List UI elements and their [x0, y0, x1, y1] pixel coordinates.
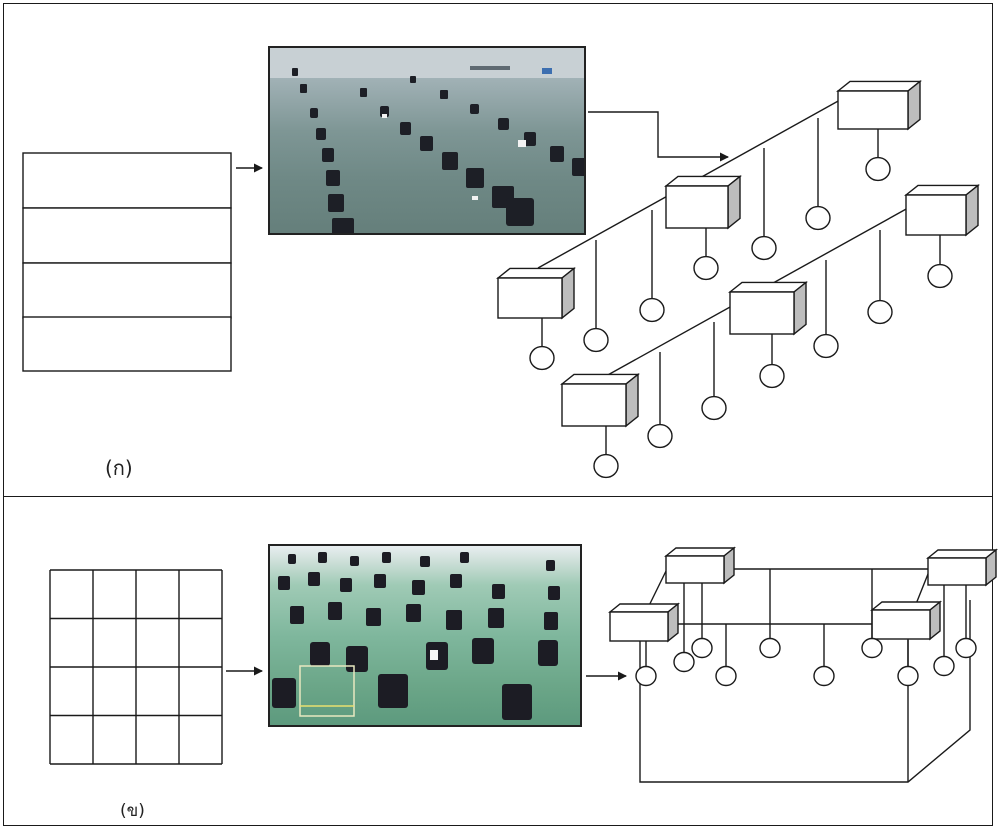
buoy-box — [728, 280, 808, 336]
buoy-box-top — [608, 603, 680, 613]
buoy-box — [608, 602, 680, 643]
anchor-circle — [691, 637, 713, 659]
farm-photo-grid-layout — [268, 544, 582, 727]
arrow-to-diagram-a — [588, 111, 729, 162]
grid-layout-symbol — [49, 569, 223, 765]
anchor-circle — [715, 665, 737, 687]
anchor-circle — [529, 345, 555, 371]
buoy-box-front — [837, 90, 909, 130]
buoy-box — [836, 79, 922, 131]
anchor-circle — [813, 665, 835, 687]
farm-photo-line-layout — [268, 46, 586, 235]
buoy-box-side — [561, 266, 575, 320]
layout-row-rect — [22, 262, 232, 319]
panel-label-a: (ก) — [105, 456, 133, 480]
buoy-box-top — [728, 281, 808, 293]
buoy-box-front — [927, 557, 987, 586]
buoy-box-side — [965, 183, 979, 237]
buoy-box-front — [665, 185, 729, 229]
anchor-circle — [593, 453, 619, 479]
anchor-circle — [751, 235, 777, 261]
buoy-box — [664, 174, 742, 230]
buoy-box — [926, 548, 998, 587]
anchor-circle — [955, 637, 977, 659]
buoy-box-side — [793, 280, 807, 336]
anchor-circle — [897, 665, 919, 687]
buoy-box — [560, 372, 640, 428]
panel-label-b: (ข) — [120, 801, 145, 821]
layout-row-rect — [22, 207, 232, 264]
buoy-box-front — [871, 609, 931, 640]
anchor-circle — [693, 255, 719, 281]
anchor-circle — [813, 333, 839, 359]
buoy-box-front — [905, 194, 967, 236]
anchor-circle — [701, 395, 727, 421]
anchor-circle — [927, 263, 953, 289]
layout-diagram-a — [22, 79, 980, 479]
buoy-box-front — [665, 555, 725, 584]
anchor-circle — [635, 665, 657, 687]
layout-row-rect — [22, 316, 232, 372]
buoy-box-side — [727, 174, 741, 230]
anchor-circle — [759, 363, 785, 389]
anchor-circle — [867, 299, 893, 325]
line-layout-symbol — [22, 152, 232, 372]
anchor-circle — [861, 637, 883, 659]
buoy-box-front — [609, 611, 669, 642]
buoy-box — [496, 266, 576, 320]
anchor-circle — [805, 205, 831, 231]
photo-b-illustration — [272, 552, 560, 720]
anchor-circle — [673, 651, 695, 673]
buoy-box-front — [561, 383, 627, 427]
buoy-box-top — [560, 373, 640, 385]
anchor-circle — [933, 655, 955, 677]
anchor-circle — [865, 156, 891, 182]
buoy-box-top — [926, 549, 998, 559]
photo-a-illustration — [270, 48, 584, 233]
layout-row-rect — [22, 152, 232, 209]
anchor-circle — [639, 297, 665, 323]
buoy-box-top — [496, 267, 576, 279]
buoy-box-top — [836, 80, 922, 92]
buoy-box-front — [729, 291, 795, 335]
buoy-box-top — [870, 601, 942, 611]
buoy-box — [904, 183, 980, 237]
layout-diagram-b — [49, 546, 998, 783]
buoy-box-top — [664, 547, 736, 557]
anchor-circle — [583, 327, 609, 353]
anchor-circle — [647, 423, 673, 449]
anchor-circle — [759, 637, 781, 659]
buoy-box-side — [625, 372, 639, 428]
buoy-box — [870, 600, 942, 641]
buoy-box — [664, 546, 736, 585]
buoy-box-front — [497, 277, 563, 319]
